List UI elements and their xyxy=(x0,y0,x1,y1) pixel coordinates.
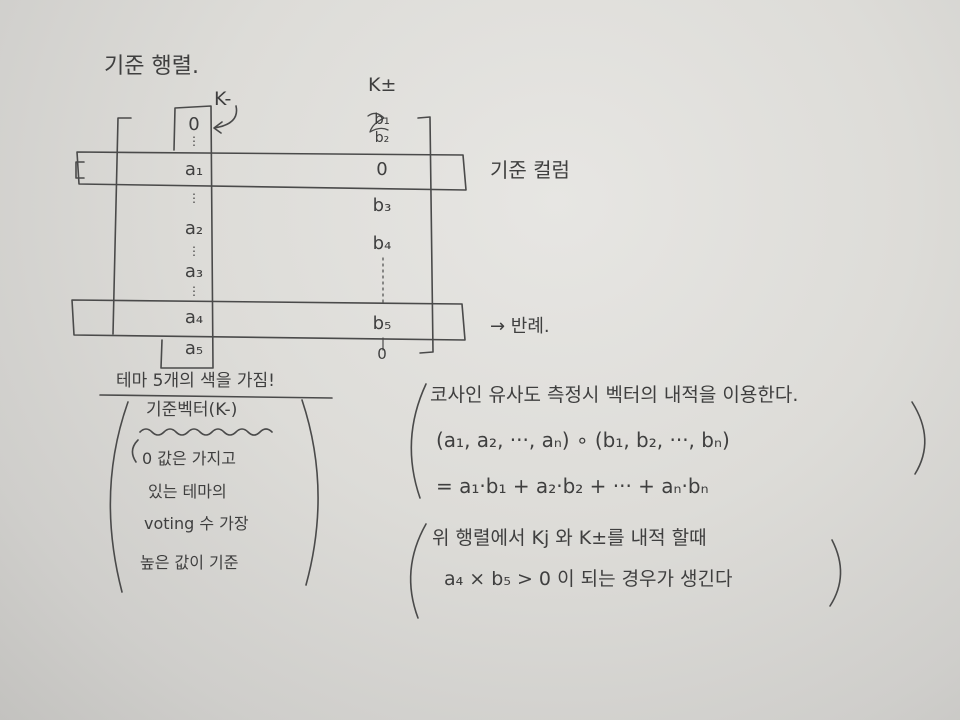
left-note-line: 0 값은 가지고 xyxy=(142,449,236,468)
left-cell-dots: ⋮ xyxy=(188,134,200,148)
right-note2-line: 위 행렬에서 Kj 와 K±를 내적 할때 xyxy=(432,527,707,549)
left-cell: a₁ xyxy=(184,159,204,180)
top-row-label: 기준 컬럼 xyxy=(490,158,570,182)
left-note-heading: 테마 5개의 색을 가짐! xyxy=(116,371,275,391)
right-note-right-paren xyxy=(911,401,926,475)
left-note-line: voting 수 가장 xyxy=(144,514,249,533)
left-note-subheading: 기준벡터(K-) xyxy=(146,400,238,420)
right-cell: 0 xyxy=(376,159,388,180)
left-cell: 0 xyxy=(188,114,200,135)
left-note-line: 있는 테마의 xyxy=(148,482,227,501)
left-cell: a₃ xyxy=(184,261,204,282)
k-minus-arrow xyxy=(213,105,238,134)
matrix-right-bracket xyxy=(417,116,434,354)
right-note2-line: a₄ × b₅ > 0 이 되는 경우가 생긴다 xyxy=(444,568,733,590)
right-column-label: K± xyxy=(368,74,397,96)
left-note-line: 높은 값이 기준 xyxy=(140,553,239,572)
left-cell-dots: ⋮ xyxy=(188,191,200,205)
top-row-band xyxy=(75,151,467,191)
left-note-small-paren xyxy=(131,439,139,463)
bottom-row-band xyxy=(71,299,466,341)
right-cell: b₁ xyxy=(374,110,390,128)
right-note2-right-paren xyxy=(829,539,842,607)
right-note2-left-paren xyxy=(409,523,427,619)
left-cell: a₅ xyxy=(184,338,204,359)
right-cell: b₅ xyxy=(372,313,392,334)
right-cell: b₂ xyxy=(374,130,390,146)
left-cell: a₄ xyxy=(184,307,204,328)
right-cell: 0 xyxy=(377,345,387,363)
left-cell: a₂ xyxy=(184,218,204,239)
right-cell: b₄ xyxy=(372,233,392,254)
right-note-left-paren xyxy=(410,383,427,499)
left-note-squiggle xyxy=(139,428,273,436)
right-note-formula: = a₁·b₁ + a₂·b₂ + ··· + aₙ·bₙ xyxy=(436,474,709,498)
right-note-line: 코사인 유사도 측정시 벡터의 내적을 이용한다. xyxy=(430,384,799,406)
left-cell-dots: ⋮ xyxy=(188,284,200,298)
left-cell-dots: ⋮ xyxy=(188,244,200,258)
left-note-right-paren xyxy=(301,399,319,586)
matrix-left-bracket xyxy=(112,117,132,335)
left-note-left-paren xyxy=(109,401,129,593)
left-column-label: K- xyxy=(214,88,232,110)
left-note-underline xyxy=(99,394,333,399)
matrix-title: 기준 행렬. xyxy=(104,54,199,79)
right-note-formula: (a₁, a₂, ···, aₙ) ∘ (b₁, b₂, ···, bₙ) xyxy=(436,428,730,452)
right-cell: b₃ xyxy=(372,195,392,216)
bottom-row-label: → 반례. xyxy=(490,316,550,337)
